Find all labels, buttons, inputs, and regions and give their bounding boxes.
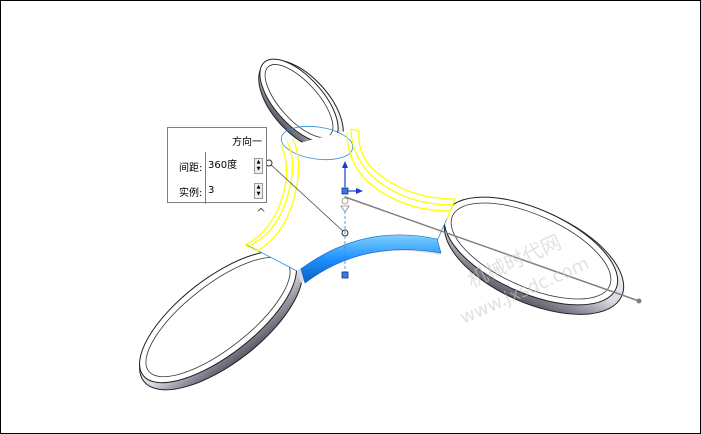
- instances-value-field[interactable]: 3: [208, 185, 215, 196]
- instances-label: 实例:: [179, 188, 203, 199]
- spacing-row: 间距: 360度 ▲ ▼: [168, 158, 266, 174]
- spin-down-icon[interactable]: ▼: [256, 166, 261, 172]
- spin-up-icon[interactable]: ▲: [256, 184, 261, 190]
- spacing-label: 间距:: [179, 163, 203, 174]
- callout-divider: [205, 152, 206, 204]
- pattern-direction-callout: 方向一 间距: 360度 ▲ ▼ 实例: 3 ▲ ▼: [167, 127, 267, 204]
- selected-edge-band[interactable]: [300, 234, 442, 284]
- collapse-chevron-icon[interactable]: ^: [256, 206, 267, 220]
- callout-title: 方向一: [232, 137, 262, 148]
- instances-spinner[interactable]: ▲ ▼: [254, 183, 263, 199]
- instances-row: 实例: 3 ▲ ▼: [168, 183, 266, 199]
- spin-up-icon[interactable]: ▲: [256, 159, 261, 165]
- spacing-value-field[interactable]: 360度: [208, 160, 238, 171]
- selected-yellow-faces[interactable]: [244, 128, 456, 252]
- spin-down-icon[interactable]: ▼: [256, 191, 261, 197]
- spacing-spinner[interactable]: ▲ ▼: [254, 158, 263, 174]
